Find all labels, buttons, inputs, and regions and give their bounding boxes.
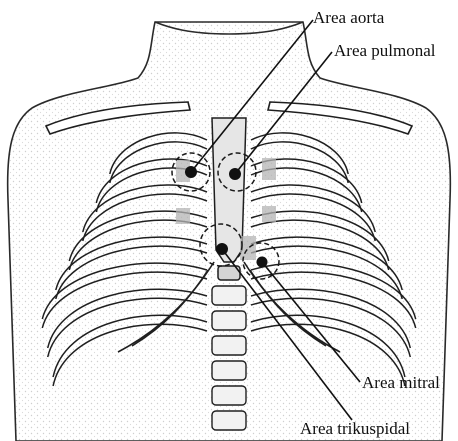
label-area-mitral: Area mitral: [362, 374, 440, 391]
vertebra-6: [212, 411, 246, 430]
label-area-trikuspidal: Area trikuspidal: [300, 420, 410, 437]
label-area-aorta: Area aorta: [313, 9, 384, 26]
vertebra-1: [212, 286, 246, 305]
label-area-pulmonal: Area pulmonal: [334, 42, 436, 59]
vertebra-2: [212, 311, 246, 330]
vertebra-3: [212, 336, 246, 355]
vertebra-5: [212, 386, 246, 405]
vertebra-4: [212, 361, 246, 380]
